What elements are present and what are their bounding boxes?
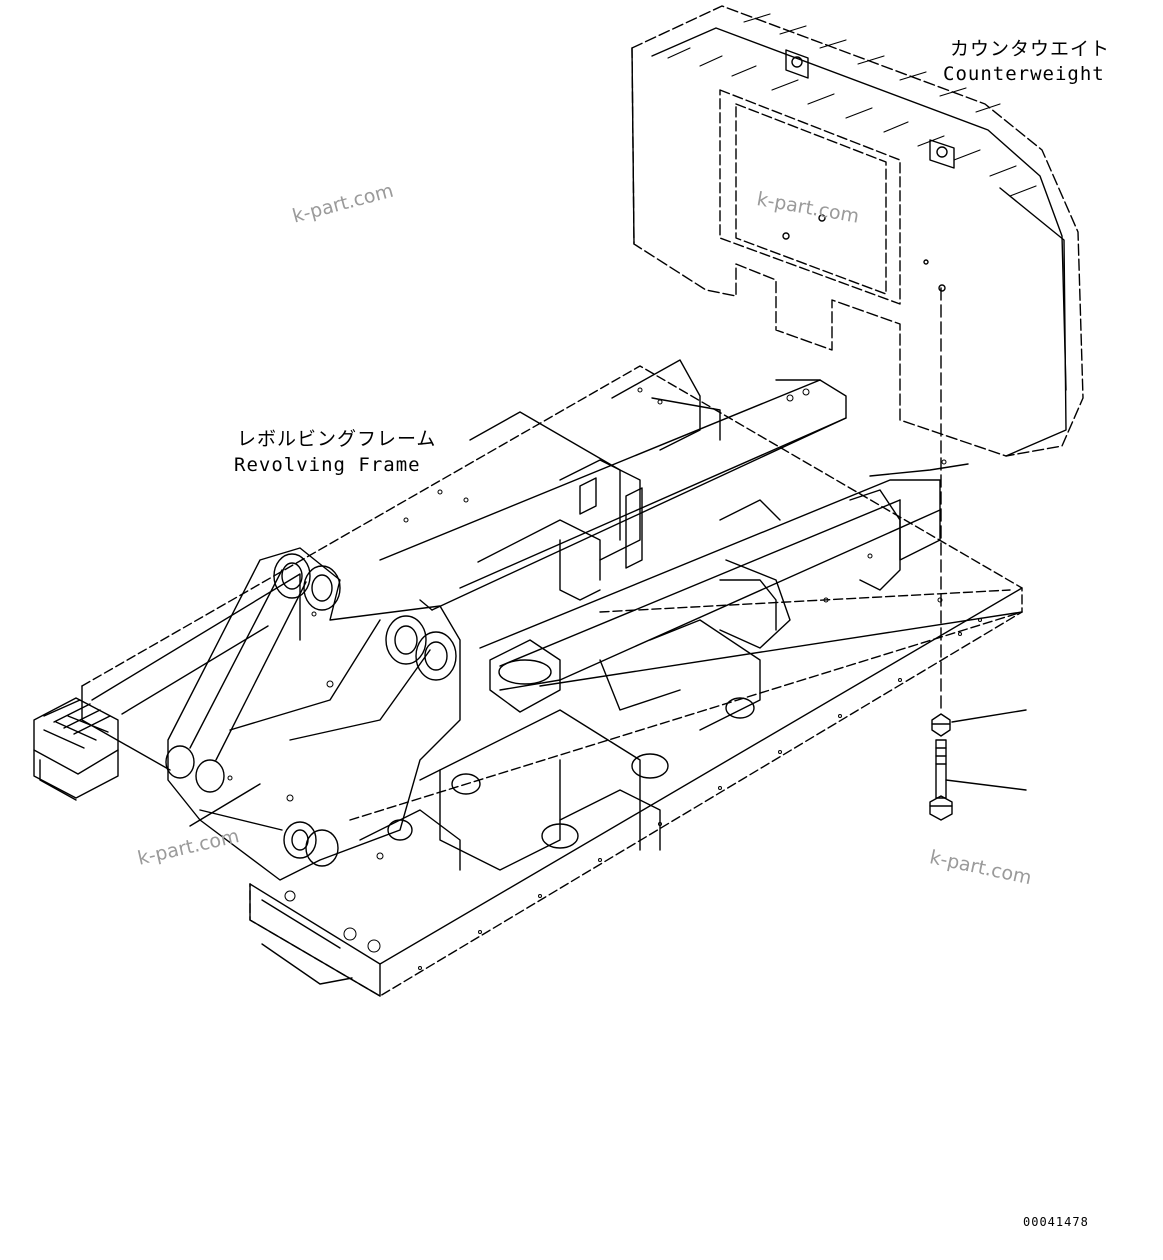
frame-label-en: Revolving Frame	[234, 454, 421, 476]
counterweight-outline	[631, 5, 1084, 457]
main-beams	[379, 379, 969, 713]
counterweight-label-en: Counterweight	[943, 63, 1105, 85]
callout-leaders	[945, 709, 1027, 791]
step-ladder	[33, 697, 119, 801]
counterweight-lift-lugs	[782, 49, 955, 292]
frame-label-jp: レボルビングフレーム	[237, 428, 437, 450]
frame-outline	[81, 365, 1023, 997]
boom-brackets	[165, 547, 461, 881]
drawing-number: 00041478	[1023, 1215, 1089, 1229]
bolt-part	[929, 739, 953, 821]
frame-holes	[227, 387, 982, 970]
counterweight-label-jp: カウンタウエイト	[950, 38, 1111, 60]
interior-structure	[359, 359, 901, 871]
nut-part	[931, 713, 951, 737]
